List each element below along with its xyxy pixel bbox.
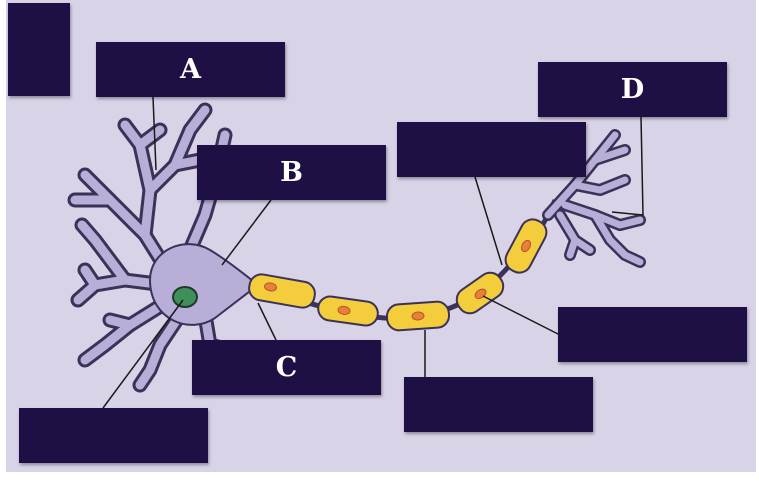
label-box-dendrites[interactable]: A [96, 42, 285, 97]
schwann-cell [248, 273, 316, 309]
schwann-cell [317, 295, 379, 327]
label-box-cell-body[interactable]: B [197, 145, 386, 200]
label-box-axon-terminals[interactable]: D [538, 62, 727, 117]
label-box-axon-hillock[interactable]: C [192, 340, 381, 395]
cell-body [148, 243, 260, 326]
label-box-nucleus[interactable] [19, 408, 208, 463]
schwann-cell [504, 218, 548, 274]
schwann-cell [455, 271, 505, 315]
nucleus [172, 286, 198, 308]
label-box-top-left[interactable] [8, 3, 70, 96]
label-box-node-of-ranvier[interactable] [404, 377, 593, 432]
label-box-axon[interactable] [397, 122, 586, 177]
leader-lines [102, 96, 644, 409]
myelin-sheath [248, 218, 548, 332]
label-box-schwann-cell[interactable] [558, 307, 747, 362]
schwann-cell [385, 300, 451, 332]
